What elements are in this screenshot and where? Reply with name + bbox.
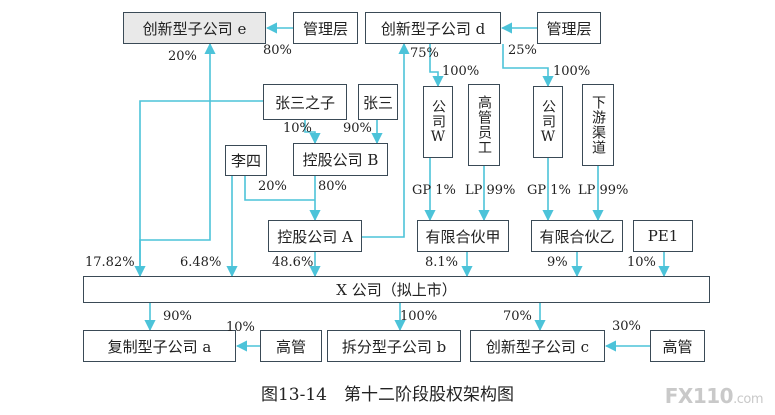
entity-sub-b: 拆分型子公司 b: [327, 330, 461, 362]
entity-zhangsan-son: 张三之子: [263, 84, 347, 120]
entity-senior-staff: 高管员工: [468, 84, 500, 166]
pct-e-x: 20%: [168, 49, 197, 64]
entity-holding-b: 控股公司 B: [293, 143, 388, 176]
entity-top-e: 创新型子公司 e: [123, 12, 266, 44]
pct-x-a: 48.6%: [272, 255, 314, 270]
pct-sc-mgr: 30%: [612, 319, 641, 334]
pct-yi-lp: LP 99%: [578, 183, 629, 198]
entity-downstream-channel: 下游渠道: [582, 84, 614, 166]
entity-manager-a: 高管: [260, 330, 322, 362]
entity-zhangsan: 张三: [358, 84, 398, 120]
pct-e-mgmt: 80%: [263, 43, 292, 58]
pct-x-yi: 9%: [547, 255, 568, 270]
pct-a-b: 80%: [318, 179, 347, 194]
entity-x-company: X 公司（拟上市）: [83, 276, 710, 303]
pct-x-jia: 8.1%: [425, 255, 459, 270]
pct-x-lisi: 6.48%: [180, 255, 222, 270]
entity-holding-a: 控股公司 A: [268, 220, 362, 252]
pct-b-zs: 90%: [343, 121, 372, 136]
entity-mgmt-d: 管理层: [537, 12, 601, 44]
pct-sb-x: 100%: [400, 309, 438, 324]
pct-sa-mgr: 10%: [226, 320, 255, 335]
entity-manager-c: 高管: [650, 330, 705, 362]
pct-a-lisi: 20%: [258, 179, 287, 194]
entity-lp-jia: 有限合伙甲: [417, 220, 509, 252]
pct-jia-lp: LP 99%: [465, 183, 516, 198]
entity-pe1: PE1: [633, 220, 693, 252]
pct-d-mgmt: 25%: [508, 43, 537, 58]
pct-x-pe1: 10%: [627, 255, 656, 270]
entity-company-w2: 公司W: [533, 86, 563, 158]
entity-mgmt-e: 管理层: [293, 12, 358, 44]
entity-sub-a: 复制型子公司 a: [83, 330, 236, 362]
watermark-logo: FX110.com: [664, 384, 764, 408]
pct-w1: 100%: [442, 64, 480, 79]
pct-yi-gp: GP 1%: [527, 183, 571, 198]
pct-sa-x: 90%: [163, 309, 192, 324]
pct-sc-x: 70%: [503, 309, 532, 324]
pct-w2: 100%: [553, 64, 591, 79]
pct-jia-gp: GP 1%: [412, 183, 456, 198]
entity-top-d: 创新型子公司 d: [365, 12, 501, 44]
pct-b-zsz: 10%: [283, 121, 312, 136]
entity-lisi: 李四: [225, 145, 267, 176]
figure-caption: 图13-14 第十二阶段股权架构图: [260, 385, 514, 405]
pct-d-a: 75%: [410, 46, 439, 61]
pct-x-zsz: 17.82%: [85, 255, 135, 270]
entity-lp-yi: 有限合伙乙: [531, 220, 623, 252]
entity-sub-c: 创新型子公司 c: [470, 330, 605, 362]
entity-company-w1: 公司W: [423, 86, 453, 158]
